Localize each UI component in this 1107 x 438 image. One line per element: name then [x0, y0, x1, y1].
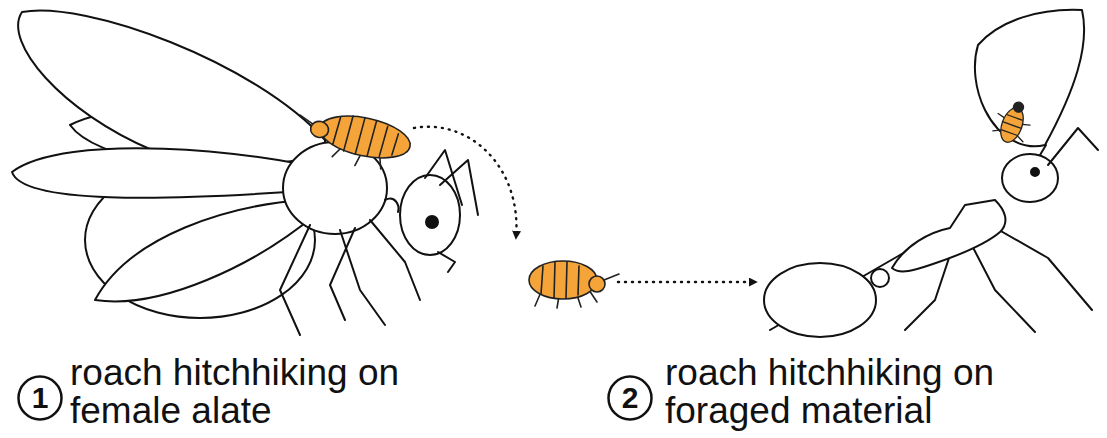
roach-body	[316, 109, 414, 165]
female-alate	[12, 11, 478, 335]
ant-gaster	[764, 263, 876, 337]
ant-leg	[985, 222, 1092, 310]
worker-ant	[764, 10, 1098, 337]
alate-leg	[340, 230, 385, 325]
alate-eye	[426, 216, 438, 228]
alate-head	[400, 175, 460, 255]
dotted-arrow	[414, 127, 516, 238]
roach-head	[589, 276, 605, 292]
circle-outline	[19, 377, 62, 420]
dotted-arrow	[618, 281, 756, 283]
ant-leaf	[975, 10, 1084, 146]
roach-antenna	[299, 115, 314, 124]
roach-antenna	[604, 274, 619, 280]
step-number-circle: 2	[607, 375, 653, 421]
roach-segments	[332, 112, 401, 162]
alate-leg	[330, 228, 355, 320]
step-number: 2	[622, 383, 639, 413]
alate-antenna	[440, 160, 478, 215]
ant-eye	[1031, 168, 1039, 176]
roach-on-alate	[292, 104, 414, 176]
alate-mandible	[438, 252, 455, 272]
ant-head	[1002, 154, 1058, 202]
step-number: 1	[32, 383, 49, 413]
roach-body	[529, 261, 597, 299]
alate-fore-wing	[18, 11, 325, 165]
step-caption: roach hitchhiking on female alate	[70, 354, 460, 430]
ant-mandible	[1040, 145, 1046, 155]
roach-on-leaf	[990, 97, 1036, 148]
roach-segments	[1000, 114, 1024, 136]
ant-antenna	[1048, 128, 1098, 165]
roach-head	[1012, 101, 1025, 114]
alate-leg	[280, 225, 310, 335]
roach-dropping	[529, 261, 619, 308]
step-caption: roach hitchhiking on foraged material	[665, 354, 1075, 430]
ant-thorax	[892, 200, 1005, 271]
roach-segments	[541, 262, 579, 298]
ant-petiole	[871, 269, 889, 287]
alate-antenna	[425, 150, 462, 205]
circle-outline	[609, 377, 652, 420]
alate-leg	[370, 220, 420, 300]
alate-petiole	[385, 199, 398, 212]
step-number-circle: 1	[17, 375, 63, 421]
roach-body	[996, 105, 1027, 146]
